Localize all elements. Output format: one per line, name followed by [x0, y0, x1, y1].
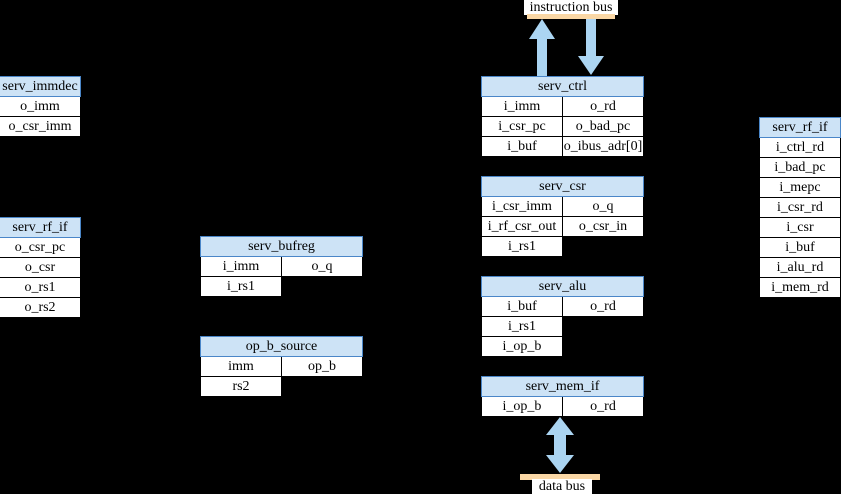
- port-cell: o_rd: [562, 396, 644, 417]
- port-cell: i_bad_pc: [759, 157, 841, 178]
- port-cell: o_csr_in: [562, 216, 644, 237]
- port-cell: i_op_b: [481, 396, 563, 417]
- port-cell: i_imm: [200, 256, 282, 277]
- module-title: serv_immdec: [0, 76, 81, 97]
- module-title: serv_bufreg: [200, 236, 363, 257]
- port-cell: i_buf: [481, 296, 563, 317]
- port-cell: o_q: [562, 196, 644, 217]
- port-cell: o_imm: [0, 96, 81, 117]
- port-cell: o_rd: [562, 296, 644, 317]
- port-cell: o_q: [281, 256, 363, 277]
- port-cell: o_csr: [0, 257, 81, 278]
- port-cell: i_op_b: [481, 336, 563, 357]
- port-cell: o_bad_pc: [562, 116, 644, 137]
- port-cell: o_rs2: [0, 297, 81, 318]
- port-cell: i_csr_pc: [481, 116, 563, 137]
- port-cell: op_b: [281, 356, 363, 377]
- module-title: serv_rf_if: [759, 117, 841, 138]
- port-cell: o_rs1: [0, 277, 81, 298]
- port-cell: i_buf: [481, 136, 563, 157]
- port-cell: i_ctrl_rd: [759, 137, 841, 158]
- port-cell: i_mem_rd: [759, 277, 841, 298]
- module-serv-rf-if-left: serv_rf_if o_csr_pc o_csr o_rs1 o_rs2: [0, 217, 81, 318]
- module-serv-bufreg: serv_bufreg i_imm o_q i_rs1: [200, 236, 363, 297]
- module-serv-csr: serv_csr i_csr_imm o_q i_rf_csr_out o_cs…: [481, 176, 644, 257]
- port-cell: i_csr: [759, 217, 841, 238]
- port-cell: i_buf: [759, 237, 841, 258]
- module-serv-ctrl: serv_ctrl i_imm o_rd i_csr_pc o_bad_pc i…: [481, 76, 644, 157]
- port-cell: i_csr_imm: [481, 196, 563, 217]
- module-title: serv_csr: [481, 176, 644, 197]
- port-cell: i_alu_rd: [759, 257, 841, 278]
- port-cell: i_csr_rd: [759, 197, 841, 218]
- module-title: serv_alu: [481, 276, 644, 297]
- port-cell: o_ibus_adr[0]: [562, 136, 644, 157]
- module-serv-mem-if: serv_mem_if i_op_b o_rd: [481, 376, 644, 417]
- module-serv-alu: serv_alu i_buf o_rd i_rs1 i_op_b: [481, 276, 644, 357]
- port-cell: i_rs1: [200, 276, 282, 297]
- port-cell: i_mepc: [759, 177, 841, 198]
- module-serv-rf-if-right: serv_rf_if i_ctrl_rd i_bad_pc i_mepc i_c…: [759, 117, 841, 298]
- dbus-double-arrow: [546, 417, 574, 473]
- data-bus-label: data bus: [532, 479, 592, 494]
- instruction-bus-bar: [527, 14, 615, 19]
- module-op-b-source: op_b_source imm op_b rs2: [200, 336, 363, 397]
- module-title: op_b_source: [200, 336, 363, 357]
- data-bus-bar: [520, 474, 600, 480]
- port-cell: i_rs1: [481, 236, 563, 257]
- port-cell: o_csr_imm: [0, 116, 81, 137]
- port-cell: imm: [200, 356, 282, 377]
- port-cell: rs2: [200, 376, 282, 397]
- port-cell: o_rd: [562, 96, 644, 117]
- port-cell: o_csr_pc: [0, 237, 81, 258]
- module-title: serv_rf_if: [0, 217, 81, 238]
- module-title: serv_mem_if: [481, 376, 644, 397]
- port-cell: i_rs1: [481, 316, 563, 337]
- ibus-down-arrow: [578, 19, 604, 75]
- ibus-up-arrow: [529, 19, 555, 77]
- module-serv-immdec: serv_immdec o_imm o_csr_imm: [0, 76, 81, 137]
- instruction-bus-label: instruction bus: [524, 0, 618, 15]
- module-title: serv_ctrl: [481, 76, 644, 97]
- port-cell: i_rf_csr_out: [481, 216, 563, 237]
- port-cell: i_imm: [481, 96, 563, 117]
